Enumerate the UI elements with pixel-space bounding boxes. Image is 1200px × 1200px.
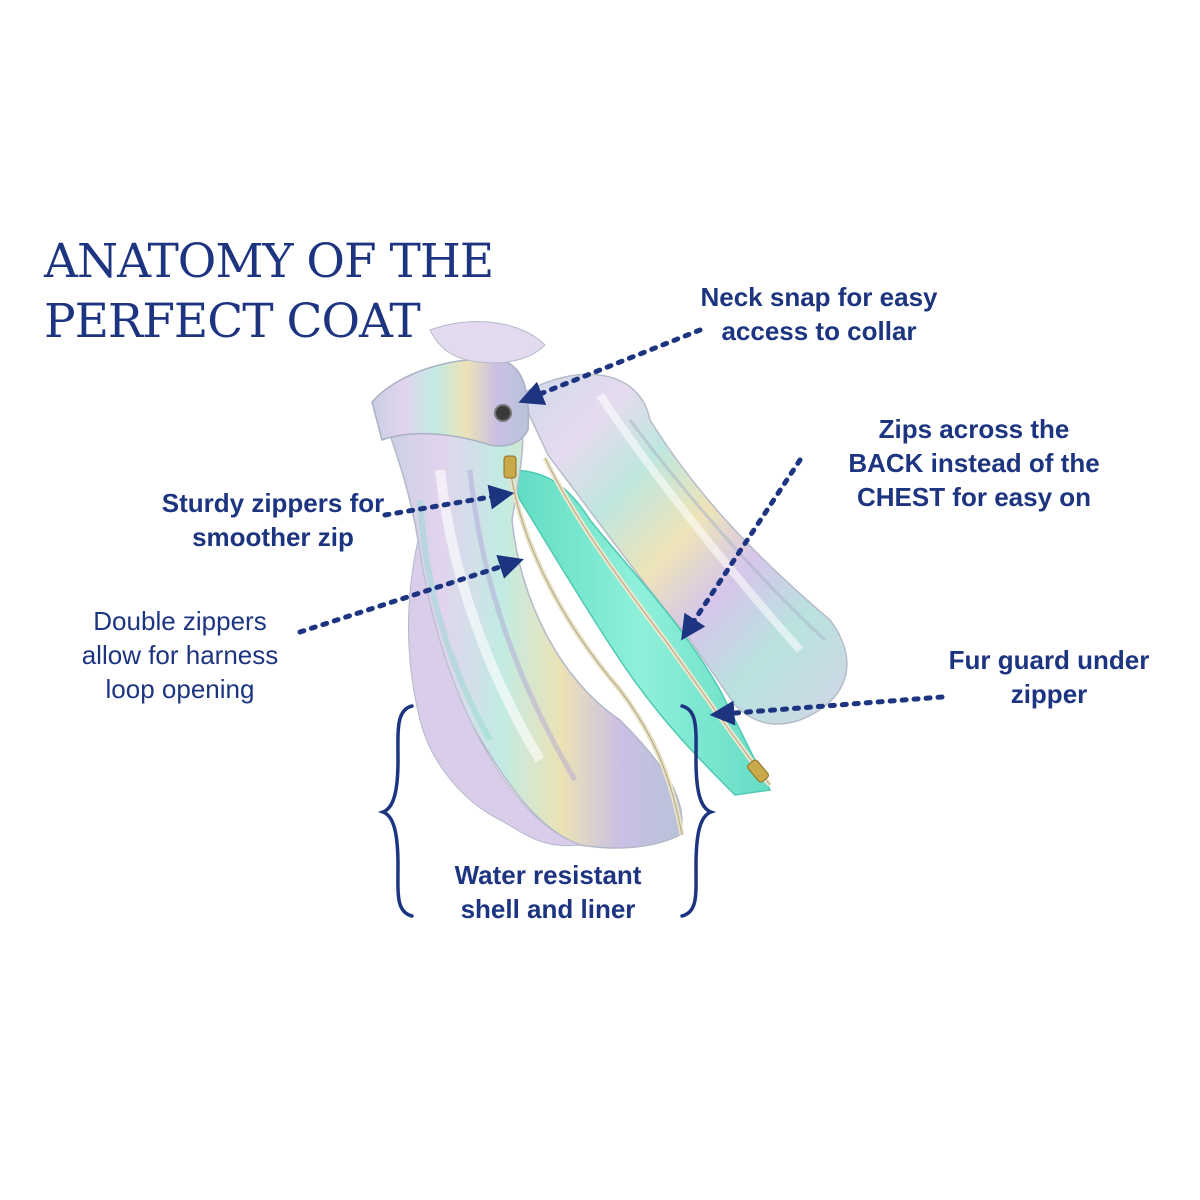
callout-double-zippers-line-2: allow for harness <box>81 640 279 670</box>
callout-arrows <box>297 327 945 726</box>
coat-collar <box>371 358 530 447</box>
coat-illustration <box>371 321 848 849</box>
callout-water-resistant-line-2: shell and liner <box>460 894 636 924</box>
arrow-back-zip <box>681 457 803 641</box>
water-resistant-braces <box>377 704 717 918</box>
arrow-fur-guard <box>709 694 945 726</box>
callout-sturdy-zippers: Sturdy zippers for smoother zip <box>148 486 398 554</box>
callout-neck-snap: Neck snap for easy access to collar <box>688 280 950 348</box>
arrow-double-zippers <box>297 554 524 635</box>
right-brace <box>680 704 717 918</box>
arrow-sturdy-zippers <box>382 484 515 518</box>
left-brace <box>377 704 414 918</box>
zipper-pull-bottom <box>747 759 769 783</box>
callout-double-zippers-line-3: loop opening <box>105 674 255 704</box>
callout-back-zip: Zips across the BACK instead of the CHES… <box>828 412 1120 514</box>
callout-double-zippers: Double zippers allow for harness loop op… <box>60 604 300 706</box>
coat-right-panel <box>519 373 848 725</box>
callout-back-zip-line-2: BACK instead of the <box>848 448 1100 478</box>
callout-neck-snap-line-1: Neck snap for easy <box>700 282 938 312</box>
callout-water-resistant: Water resistant shell and liner <box>430 858 666 926</box>
neck-snap <box>494 404 512 422</box>
callout-fur-guard: Fur guard under zipper <box>924 643 1174 711</box>
coat-lower-panel <box>408 539 581 847</box>
page-title: ANATOMY OF THE PERFECT COAT <box>44 232 494 352</box>
callout-fur-guard-line-1: Fur guard under <box>948 645 1150 675</box>
callout-sturdy-zippers-line-2: smoother zip <box>192 522 354 552</box>
page-title-line-2: PERFECT COAT <box>44 294 421 349</box>
callout-double-zippers-line-1: Double zippers <box>93 606 267 636</box>
page-title-line-1: ANATOMY OF THE <box>44 234 494 289</box>
callout-water-resistant-line-1: Water resistant <box>454 860 642 890</box>
callout-back-zip-line-1: Zips across the <box>878 414 1070 444</box>
callout-sturdy-zippers-line-1: Sturdy zippers for <box>161 488 385 518</box>
callout-back-zip-line-3: CHEST for easy on <box>856 482 1092 512</box>
zipper-pull-top <box>503 455 517 479</box>
callout-neck-snap-line-2: access to collar <box>721 316 917 346</box>
callout-fur-guard-line-2: zipper <box>1010 679 1088 709</box>
